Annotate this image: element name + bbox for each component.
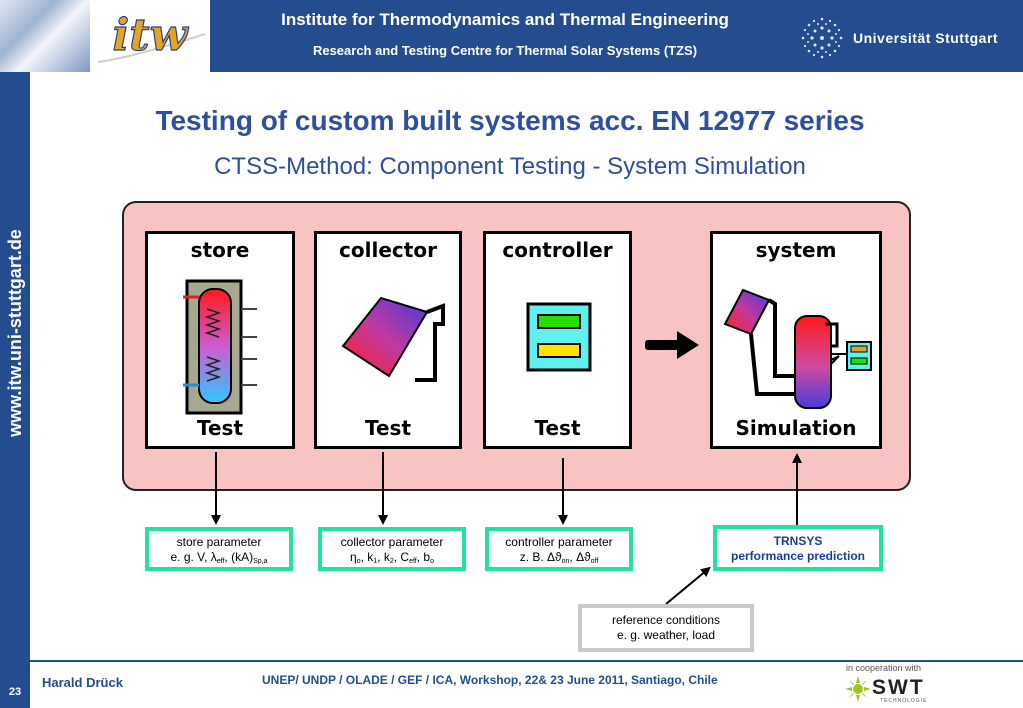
collector-param-eff: eff: [409, 558, 417, 565]
collector-param-k2: , k: [377, 550, 390, 564]
collector-param-c: , C: [393, 550, 410, 564]
collector-param-eta-o: o: [356, 558, 361, 565]
collector-param-eta: η: [350, 550, 357, 564]
centre-name: Research and Testing Centre for Thermal …: [312, 43, 698, 58]
solar-system-icon: [723, 288, 872, 409]
itw-logo: itw: [90, 0, 210, 72]
store-card: store Test: [145, 231, 295, 449]
controller-param-off: off: [590, 558, 599, 565]
store-card-foot: Test: [196, 416, 243, 440]
reference-examples: e. g. weather, load: [616, 628, 716, 642]
reference-label: reference conditions: [611, 613, 721, 627]
university-name: Universität Stuttgart: [853, 30, 999, 46]
collector-param-values: ηo, k1, k2, Ceff, bo: [322, 550, 462, 569]
store-param-prefix: e. g. V,: [170, 550, 211, 564]
controller-parameter-box: controller parameter z. B. Δϑon, Δϑoff: [485, 527, 633, 571]
trnsys-prediction: performance prediction: [730, 549, 866, 563]
slide-title: Testing of custom built systems acc. EN …: [155, 105, 865, 136]
controller-unit-icon: [526, 302, 592, 372]
collector-param-label: collector parameter: [340, 535, 444, 549]
storage-tank-icon: [183, 279, 257, 415]
author-name: Harald Drück: [42, 675, 123, 690]
collector-card: collector Test: [314, 231, 462, 449]
arrow-right-icon: [645, 331, 699, 359]
collector-card-title: collector: [339, 238, 437, 262]
controller-card: controller Test: [483, 231, 632, 449]
collector-card-foot: Test: [364, 416, 411, 440]
store-param-label: store parameter: [176, 535, 262, 549]
side-strip: [0, 72, 30, 708]
system-card-title: system: [755, 238, 837, 262]
trnsys-box: TRNSYS performance prediction: [713, 525, 883, 571]
trnsys-label: TRNSYS: [773, 534, 823, 548]
controller-param-zb: z. B.: [519, 550, 548, 564]
event-info: UNEP/ UNDP / OLADE / GEF / ICA, Workshop…: [262, 673, 718, 687]
controller-param-on: on: [561, 558, 570, 565]
store-param-lambda: λ: [210, 550, 217, 564]
system-card-foot: Simulation: [735, 416, 857, 440]
header-photo: [0, 0, 90, 72]
partner-logo: SWT: [872, 676, 925, 699]
university-seal-icon: [801, 17, 843, 59]
store-param-ka: , (kA): [224, 550, 254, 564]
controller-param-delta-off: Δϑ: [576, 550, 591, 564]
collector-param-k1: , k: [360, 550, 374, 564]
store-parameter-box: store parameter e. g. V, λeff, (kA)Sp,a: [145, 527, 293, 571]
controller-param-comma: ,: [569, 550, 577, 564]
controller-param-delta-on: Δϑ: [547, 550, 562, 564]
store-param-spa: Sp,a: [253, 558, 268, 565]
logo-text: itw: [113, 10, 190, 61]
controller-param-values: z. B. Δϑon, Δϑoff: [489, 550, 629, 569]
store-param-eff: eff: [216, 558, 225, 565]
controller-card-title: controller: [502, 238, 613, 262]
swt-sun-icon: [845, 676, 871, 702]
slide-subtitle: CTSS-Method: Component Testing - System …: [214, 153, 806, 180]
controller-card-foot: Test: [534, 416, 581, 440]
store-param-values: e. g. V, λeff, (kA)Sp,a: [149, 550, 289, 569]
partner-tagline: TECHNOLOGIE: [880, 698, 928, 704]
footer-divider: [30, 660, 1023, 662]
cooperation-label: in cooperation with: [846, 663, 922, 673]
collector-parameter-box: collector parameter ηo, k1, k2, Ceff, bo: [318, 527, 466, 571]
collector-param-sub1: 1: [373, 558, 378, 565]
reference-conditions-box: reference conditions e. g. weather, load: [578, 604, 754, 652]
solar-collector-icon: [341, 296, 445, 382]
system-card: system Simulation: [710, 231, 882, 449]
store-card-title: store: [190, 238, 250, 262]
institute-name: Institute for Thermodynamics and Thermal…: [281, 10, 729, 29]
collector-param-b: , b: [416, 550, 431, 564]
page-number: 23: [8, 686, 22, 698]
arrow-reference-to-trnsys: [665, 566, 711, 605]
controller-param-label: controller parameter: [505, 535, 613, 549]
itw-logo-icon: itw: [97, 9, 206, 63]
collector-param-b-o: o: [430, 558, 434, 565]
collector-param-sub2: 2: [389, 558, 394, 565]
